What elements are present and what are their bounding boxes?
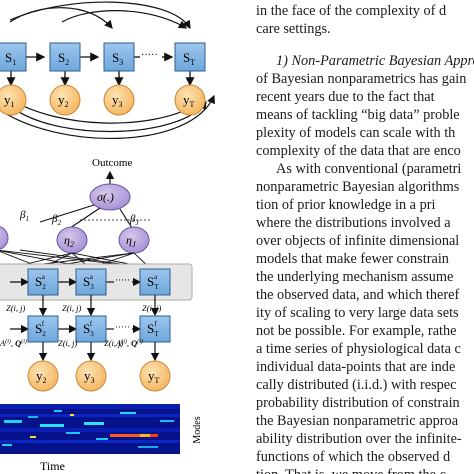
text-line: not be possible. For example, rathe — [256, 323, 457, 339]
text-line: functions of which the observed d — [256, 449, 451, 465]
beta-j-label: βJ — [129, 213, 139, 227]
top-observation-node-3: y3 — [103, 84, 135, 116]
svg-text:yT: yT — [148, 368, 160, 385]
heatmap-xlabel: Time — [40, 459, 65, 473]
svg-text:y1: y1 — [4, 92, 15, 109]
top-state-node-2: S2 — [49, 42, 81, 72]
text-line: where the distributions involved a — [256, 215, 451, 231]
a-q-label-2: A(i), Q(i) — [115, 338, 143, 348]
text-line: recent years due to the fact that — [256, 89, 435, 105]
text-line: plexity of models can scale with th — [256, 125, 456, 141]
mid-observation-node-2: y2 — [27, 360, 59, 392]
paper-figure: ····· S1 S2 S3 ST y1 y2 — [0, 1, 215, 473]
top-observation-node-2: y2 — [49, 84, 81, 116]
text-line: the observed data, and which theref — [256, 287, 460, 303]
z-label-2: Z(i, j) — [62, 303, 82, 313]
sigma-node: σ(.) — [89, 183, 131, 211]
lower-chain-dots: ····· — [115, 322, 130, 332]
svg-text:ηJ: ηJ — [126, 233, 136, 249]
text-line: probability distribution of constrain — [256, 395, 460, 411]
top-state-node-t: ST — [174, 42, 206, 72]
text-line: the underlying mechanism assume — [256, 269, 454, 285]
svg-text:y3: y3 — [84, 368, 95, 385]
eta-node-2: η2 — [56, 226, 88, 254]
z-label-3: Z(i, j) — [142, 303, 162, 313]
abstract-state-node-3: S3a — [75, 268, 107, 296]
text-line: a time series of physiological data c — [256, 341, 461, 357]
beta-2-label: β2 — [51, 213, 61, 227]
eta-node-j: ηJ — [118, 226, 150, 254]
svg-text:STa: STa — [147, 273, 159, 291]
svg-text:S2: S2 — [58, 50, 69, 67]
text-line: care settings. — [256, 21, 331, 37]
text-line: cally distributed (i.i.d.) with respec — [256, 377, 457, 393]
svg-text:S3a: S3a — [83, 273, 94, 291]
top-state-node-1: S1 — [0, 42, 27, 72]
text-line: individual data-points that are inde — [256, 359, 456, 375]
text-line: tion. That is, we move from the c — [256, 466, 446, 474]
top-observation-node-1: y1 — [0, 84, 27, 116]
top-state-node-3: S3 — [103, 42, 135, 72]
z-label-1: Z(i, j) — [6, 303, 26, 313]
hierarchical-model-diagram: Outcome σ(.) β1 β2 βJ η2 ηJ — [0, 157, 193, 392]
a-q-label-1: A(i), Q(i) — [0, 338, 27, 348]
svg-text:yT: yT — [183, 92, 195, 109]
svg-text:S3f: S3f — [83, 320, 94, 338]
svg-text:σ(.): σ(.) — [97, 190, 114, 204]
text-line: As with conventional (parametri — [276, 161, 462, 177]
svg-text:S1: S1 — [5, 50, 16, 67]
beta-1-label: β1 — [19, 209, 29, 223]
text-line: ity of scaling to very large data sets — [256, 305, 459, 321]
text-line: tion of prior knowledge in a pri — [256, 197, 436, 213]
text-line: ability distribution over the infinite- — [256, 431, 462, 447]
text-line: nonparametric Bayesian algorithms — [256, 179, 460, 195]
abstract-state-node-2: S2a — [27, 268, 59, 296]
mode-heatmap: Time Modes — [0, 404, 203, 473]
z-lower-label-1: Z(i, j) — [58, 338, 78, 348]
text-line: in the face of the complexity of d — [256, 3, 447, 19]
svg-text:ST: ST — [183, 50, 195, 67]
upper-chain-dots: ····· — [115, 275, 130, 285]
svg-text:y3: y3 — [112, 92, 123, 109]
heatmap-ylabel: Modes — [192, 416, 203, 443]
svg-text:y2: y2 — [58, 92, 69, 109]
svg-text:STf: STf — [147, 320, 159, 338]
paper-text-column: in the face of the complexity of d care … — [256, 0, 474, 474]
top-hmm-diagram: ····· S1 S2 S3 ST y1 y2 — [0, 1, 215, 140]
svg-text:S2f: S2f — [35, 320, 46, 338]
text-line: models that make fewer constrain — [256, 251, 449, 267]
fine-state-node-2: S2f — [27, 315, 59, 343]
mid-observation-node-t: yT — [139, 360, 171, 392]
text-line: complexity of the data that are enco — [256, 143, 461, 159]
mid-observation-node-3: y3 — [75, 360, 107, 392]
section-heading: 1) Non-Parametric Bayesian Appro — [276, 53, 474, 69]
svg-text:S2a: S2a — [35, 273, 46, 291]
text-line: of Bayesian nonparametrics has gain — [256, 71, 467, 87]
svg-text:η2: η2 — [64, 233, 74, 249]
text-line: over objects of infinite dimensional — [256, 233, 460, 249]
heatmap-hot-cells — [2, 410, 174, 448]
text-line: means of tackling “big data” proble — [256, 107, 460, 123]
eta-node-left-partial — [0, 226, 9, 250]
top-chain-dots: ····· — [141, 50, 158, 61]
z-lower-label-2: Z(i, j) — [104, 338, 124, 348]
fine-state-node-t: STf — [139, 315, 171, 343]
abstract-state-node-t: STa — [139, 268, 171, 296]
top-observation-node-t: yT — [174, 84, 206, 116]
text-line: the Bayesian nonparametric approa — [256, 413, 459, 429]
fine-state-node-3: S3f — [75, 315, 107, 343]
svg-text:y2: y2 — [36, 368, 47, 385]
outcome-label: Outcome — [92, 157, 132, 169]
svg-text:S3: S3 — [112, 50, 123, 67]
